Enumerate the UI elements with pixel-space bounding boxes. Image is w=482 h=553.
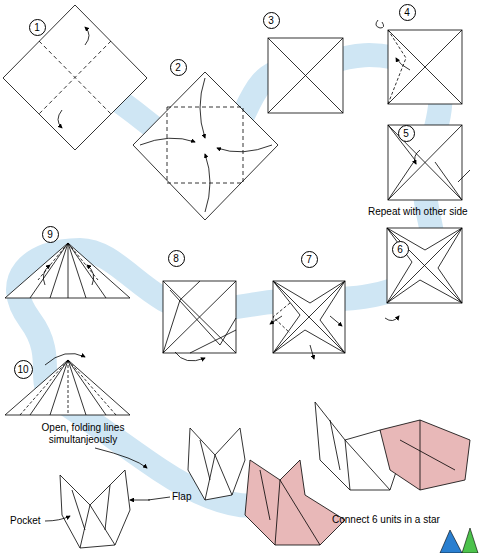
step-number-text: 9 — [47, 229, 53, 240]
step-number: 2 — [170, 59, 187, 76]
part-label: Pocket — [10, 515, 41, 527]
step-number-text: 10 — [17, 364, 28, 375]
step-number: 4 — [399, 4, 416, 21]
step-number: 3 — [263, 12, 280, 29]
step-number: 1 — [29, 19, 46, 36]
step-number: 5 — [398, 125, 415, 142]
step-number-text: 2 — [175, 62, 181, 73]
step-number-text: 5 — [403, 128, 409, 139]
step-number: 6 — [392, 241, 409, 258]
step-number: 8 — [168, 250, 185, 267]
step-number: 9 — [42, 226, 59, 243]
step-number-text: 7 — [306, 254, 312, 265]
part-label: Flap — [172, 491, 191, 503]
step-number-text: 3 — [268, 15, 274, 26]
step-number: 7 — [301, 251, 318, 268]
note: Connect 6 units in a star — [332, 514, 440, 526]
note: Repeat with other side — [368, 206, 468, 218]
step-number-text: 4 — [404, 7, 410, 18]
step-number: 10 — [14, 360, 33, 379]
step-number-text: 1 — [34, 22, 40, 33]
note: Open, folding lines simultanjeously — [18, 422, 148, 446]
step-number-text: 6 — [397, 244, 403, 255]
step-number-text: 8 — [173, 253, 179, 264]
